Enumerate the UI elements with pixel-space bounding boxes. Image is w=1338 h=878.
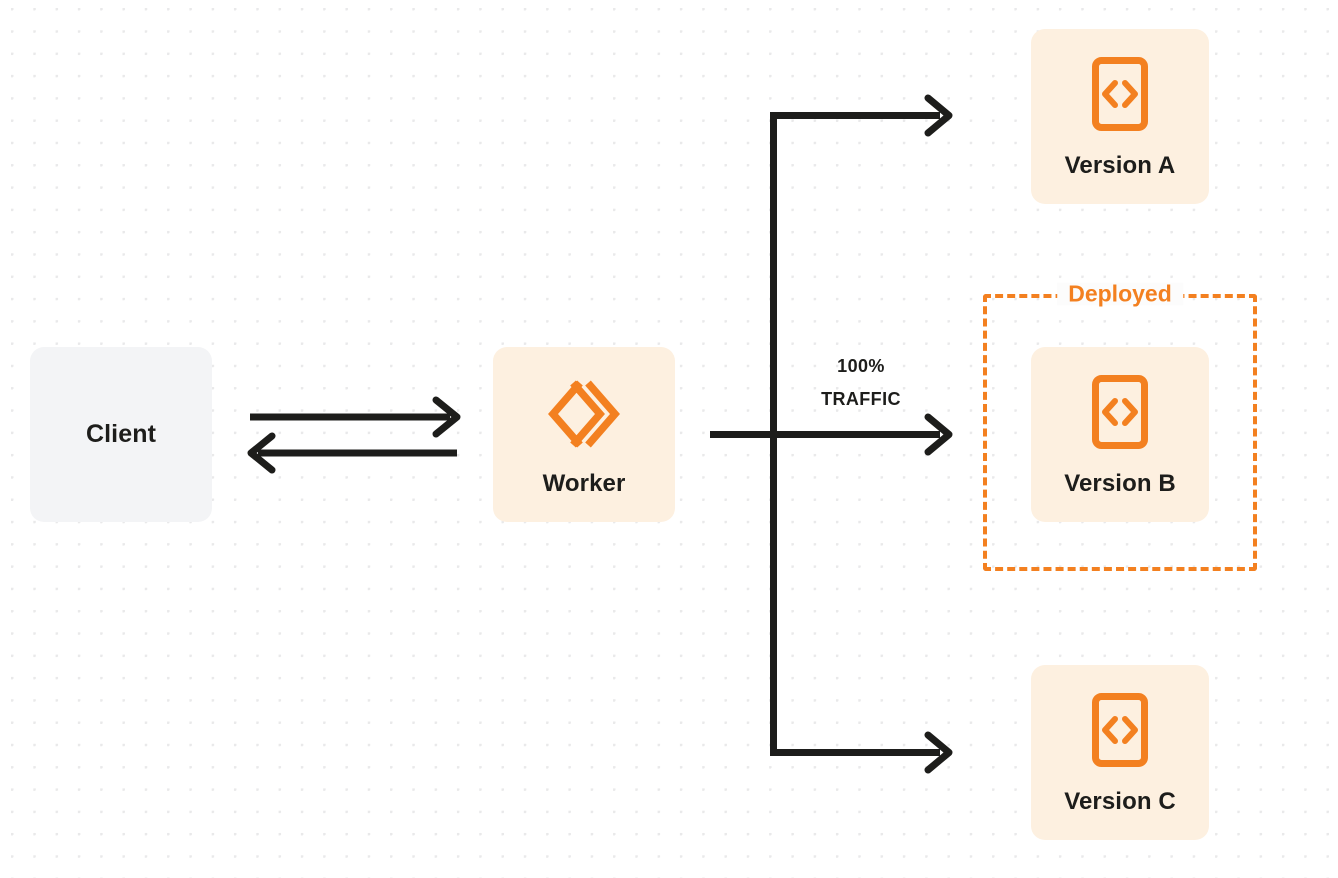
arrow-worker-to-client (247, 432, 457, 474)
node-version-c-label: Version C (1064, 787, 1176, 815)
traffic-label: 100% TRAFFIC (786, 350, 936, 417)
arrow-worker-to-version-a (770, 94, 953, 137)
node-client-label: Client (85, 420, 157, 448)
node-version-b[interactable]: Version B (1031, 347, 1209, 522)
node-version-a[interactable]: Version A (1031, 29, 1209, 204)
deployed-group: Deployed (983, 282, 1257, 571)
code-file-icon (1091, 374, 1149, 450)
arrow-client-to-worker (250, 396, 461, 438)
code-file-icon (1091, 692, 1149, 768)
traffic-percent: 100% (837, 356, 885, 376)
arrow-worker-to-version-b (710, 413, 953, 456)
node-client[interactable]: Client (30, 347, 212, 522)
traffic-caption: TRAFFIC (821, 389, 901, 410)
node-version-a-label: Version A (1064, 151, 1176, 179)
node-worker[interactable]: Worker (493, 347, 675, 522)
code-file-icon (1091, 56, 1149, 132)
node-version-b-label: Version B (1064, 469, 1176, 497)
node-version-c[interactable]: Version C (1031, 665, 1209, 840)
node-worker-label: Worker (542, 469, 626, 497)
deployed-group-label: Deployed (1057, 282, 1183, 306)
arrow-worker-to-version-c (770, 731, 953, 774)
workers-logo-icon (544, 374, 624, 454)
